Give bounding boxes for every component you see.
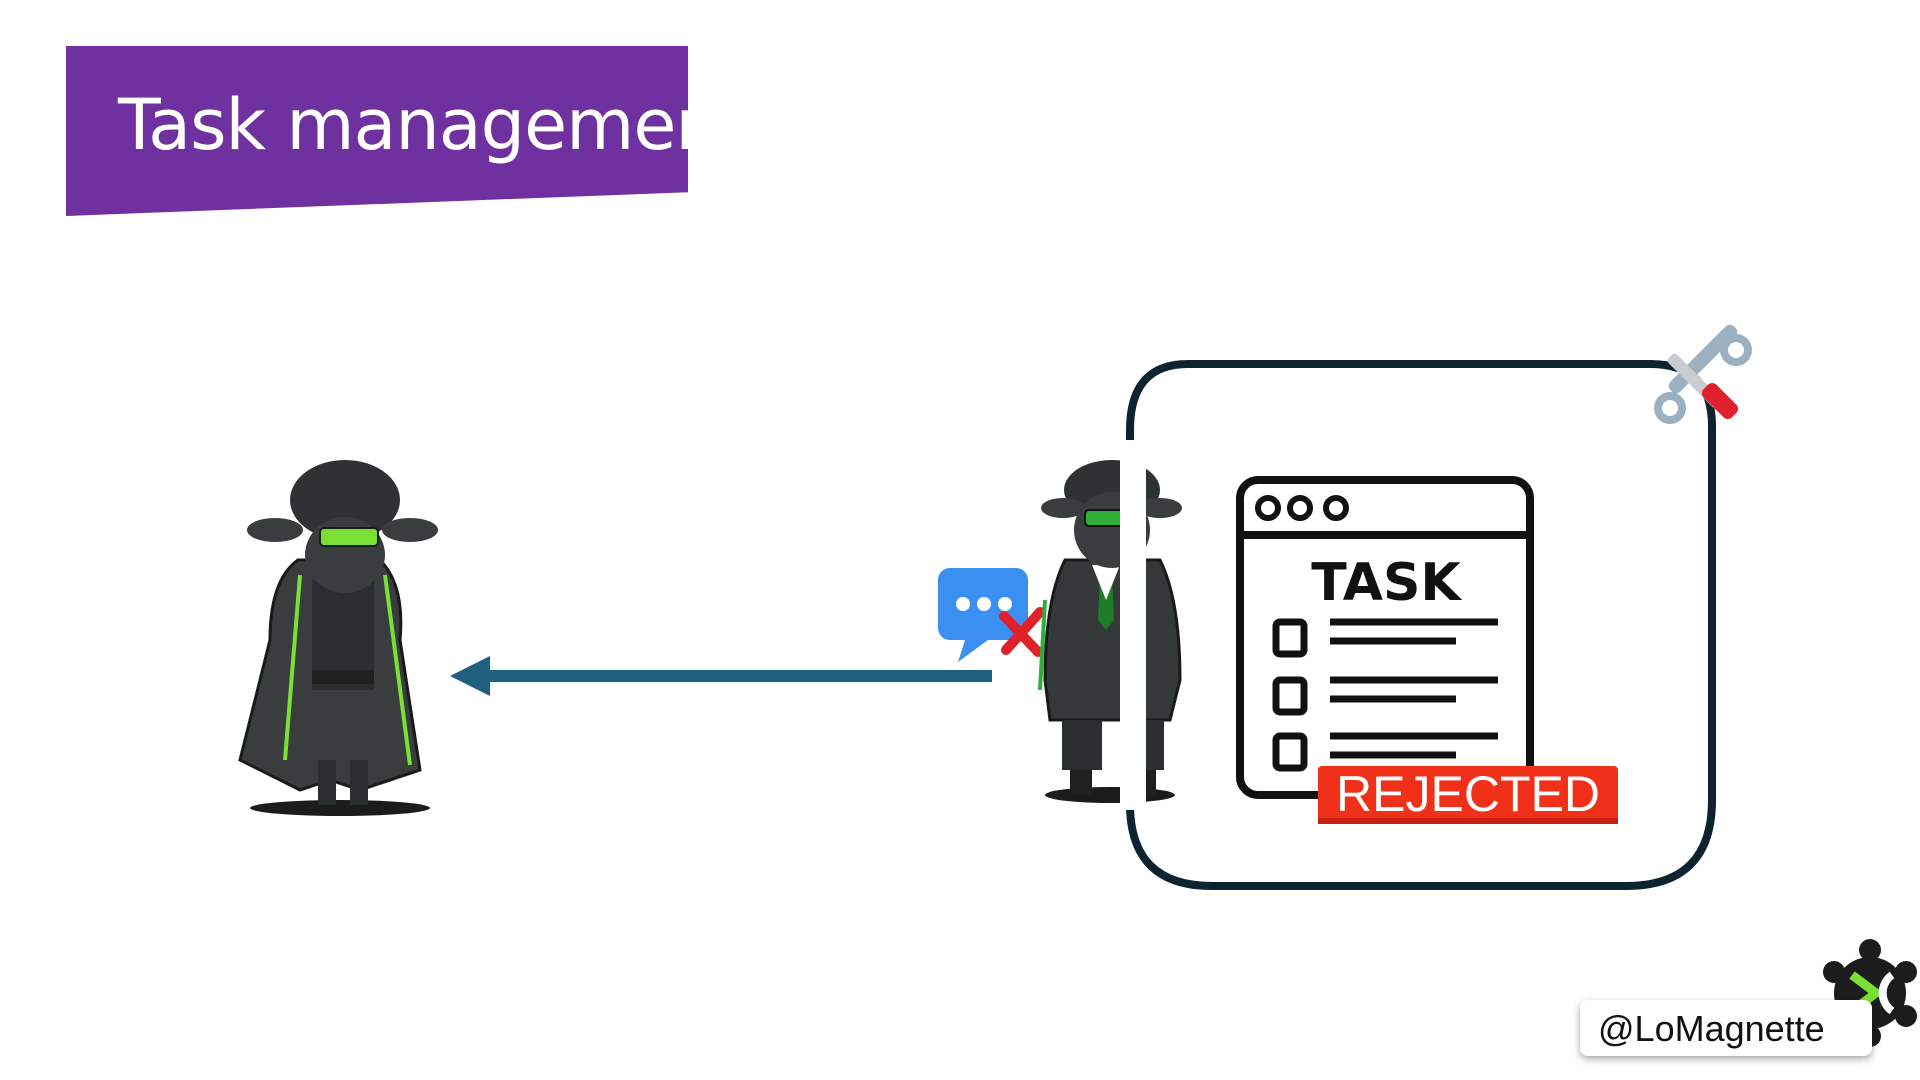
tools-icon <box>1654 324 1752 424</box>
task-heading: TASK <box>1311 553 1462 613</box>
title-banner: Task management <box>66 46 688 216</box>
author-handle: @LoMagnette <box>1598 1008 1825 1049</box>
return-arrow <box>450 656 992 696</box>
sheep-in-suit-icon <box>1038 460 1182 803</box>
author-handle-box: @LoMagnette <box>1580 1000 1872 1056</box>
rejected-stamp <box>1318 766 1618 824</box>
rejected-label: REJECTED <box>1336 766 1600 822</box>
sheep-in-coat-icon <box>238 460 438 816</box>
slide-title: Task management <box>118 84 746 166</box>
logo-icon <box>1823 939 1917 1047</box>
red-x-icon <box>999 607 1045 657</box>
task-checklist-icon <box>1236 476 1534 799</box>
